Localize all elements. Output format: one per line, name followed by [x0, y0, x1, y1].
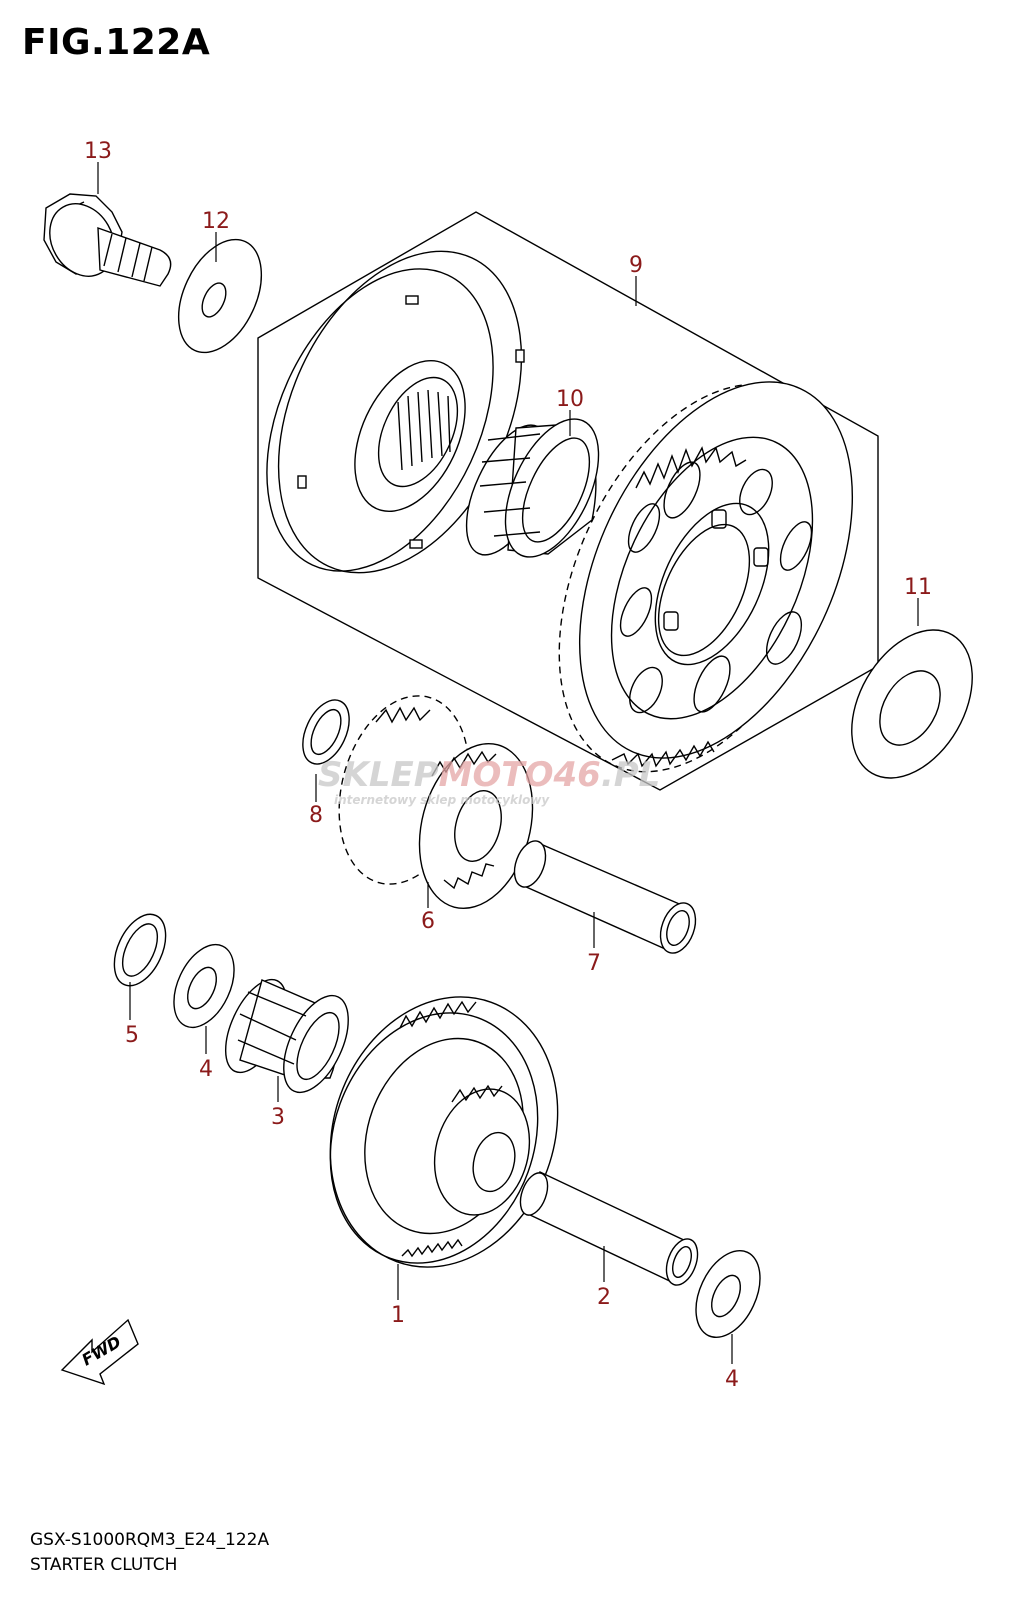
watermark-brand-a: SKLEP — [318, 755, 439, 795]
part-2-shaft — [519, 1171, 699, 1286]
part-9-driven-gear — [558, 381, 854, 773]
part-6-idle-gear — [338, 695, 534, 910]
part-7-shaft — [513, 840, 697, 954]
watermark-brand-b: MOTO — [439, 755, 554, 795]
part-11-washer — [177, 238, 263, 354]
callout-5: 5 — [125, 1023, 139, 1048]
callout-1: 1 — [391, 1303, 405, 1328]
callout-4-lower: 4 — [725, 1367, 739, 1392]
part-9-clutch-housing — [266, 250, 525, 574]
section-name: STARTER CLUTCH — [30, 1555, 178, 1575]
callout-3: 3 — [271, 1105, 285, 1130]
model-code: GSX-S1000RQM3_E24_122A — [30, 1530, 270, 1550]
part-3-needle-bearing — [224, 978, 349, 1094]
watermark: SKLEPMOTO46.PL internetowy sklep motocyk… — [318, 755, 660, 807]
part-5-circlip — [113, 913, 167, 987]
part-4-washer-lower — [695, 1249, 761, 1339]
callouts: 13 12 9 10 11 8 6 7 5 4 3 1 2 4 — [84, 139, 932, 1392]
callout-10: 10 — [556, 387, 584, 412]
callout-11: 12 — [202, 209, 230, 234]
fwd-arrow-icon: FWD — [60, 1318, 139, 1386]
leader-lines — [97, 162, 919, 1364]
callout-8: 8 — [309, 803, 323, 828]
callout-7: 7 — [587, 951, 601, 976]
callout-6: 6 — [421, 909, 435, 934]
callout-12: 11 — [904, 575, 932, 600]
callout-2: 2 — [597, 1285, 611, 1310]
part-8-circlip — [302, 699, 350, 765]
callout-4-upper: 4 — [199, 1057, 213, 1082]
callout-13: 13 — [84, 139, 112, 164]
watermark-tagline: internetowy sklep motocyklowy — [334, 793, 550, 807]
callout-9: 9 — [629, 253, 643, 278]
svg-text:SKLEPMOTO46.PL: SKLEPMOTO46.PL — [318, 755, 660, 795]
part-13-bolt — [43, 193, 172, 287]
watermark-brand-c: 46 — [553, 755, 601, 795]
part-10-needle-bearing — [465, 418, 600, 558]
figure-title: FIG.122A — [22, 22, 211, 63]
part-12-washer — [851, 629, 973, 779]
watermark-brand-d: .PL — [601, 755, 661, 795]
part-4-washer-upper — [173, 943, 235, 1029]
part-1-reduction-gear — [329, 996, 559, 1268]
